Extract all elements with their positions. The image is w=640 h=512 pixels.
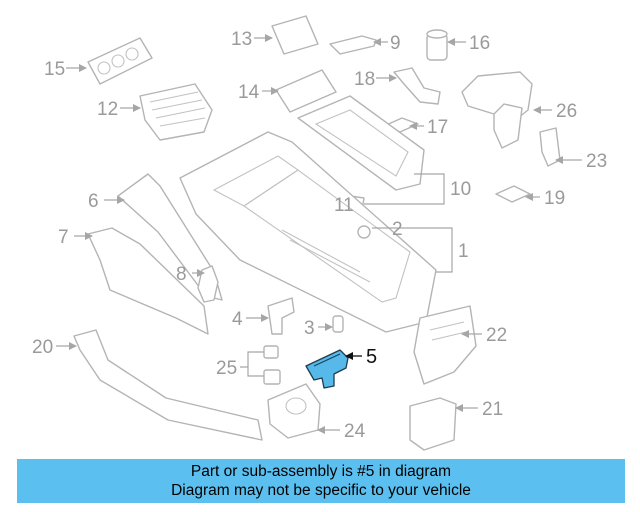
parts-diagram: 15 12 13 9 16 14 18 17 26 23 10 19 6 11 …	[32, 15, 607, 451]
part-15-switch-panel	[87, 37, 153, 85]
callout-labels: 15 12 13 9 16 14 18 17 26 23 10 19 6 11 …	[32, 29, 607, 442]
callout-3: 3	[304, 318, 315, 339]
callout-10: 10	[450, 179, 471, 200]
part-20-lower-rail	[73, 329, 263, 441]
callout-11: 11	[334, 195, 354, 216]
callout-14: 14	[238, 82, 260, 103]
part-4-bracket	[267, 297, 295, 335]
part-18-bracket	[393, 67, 441, 105]
callout-15: 15	[44, 59, 65, 80]
part-12-storage-tray	[139, 83, 213, 141]
callout-25: 25	[216, 358, 237, 379]
banner-line-2: Diagram may not be specific to your vehi…	[171, 482, 471, 499]
part-5-highlighted-bracket	[305, 349, 349, 389]
callout-17: 17	[427, 117, 448, 138]
callout-20: 20	[32, 337, 53, 358]
callout-9: 9	[390, 33, 401, 54]
callout-24: 24	[344, 421, 366, 442]
part-7-side-panel	[87, 227, 209, 335]
part-6-side-trim	[117, 173, 223, 301]
callout-21: 21	[482, 399, 503, 420]
leader-lines	[56, 34, 582, 434]
callout-22: 22	[486, 325, 507, 346]
part-16-cup-holder	[426, 29, 448, 61]
callout-16: 16	[469, 33, 490, 54]
callout-12: 12	[97, 99, 118, 120]
part-14-mat	[275, 69, 337, 113]
part-8-bracket	[197, 265, 219, 303]
callout-7: 7	[58, 227, 69, 248]
callout-6: 6	[88, 191, 99, 212]
callout-19: 19	[544, 188, 565, 209]
callout-4: 4	[232, 309, 243, 330]
part-13-cover	[271, 15, 319, 55]
callout-26: 26	[556, 101, 577, 122]
part-21-rear-bin	[409, 397, 457, 451]
part-10-upper-trim	[297, 95, 425, 191]
callout-18: 18	[354, 69, 375, 90]
callout-23: 23	[586, 151, 607, 172]
part-9-bracket	[329, 35, 377, 55]
part-26-armrest	[461, 71, 533, 149]
part-19-pad	[495, 185, 531, 203]
banner-line-1: Part or sub-assembly is #5 in diagram	[190, 463, 452, 480]
part-24-shifter-base	[267, 383, 321, 439]
part-2-clip	[357, 225, 371, 239]
part-25-switches	[263, 345, 281, 385]
callout-1: 1	[458, 241, 469, 262]
callout-5: 5	[366, 346, 377, 368]
callout-2: 2	[392, 219, 403, 240]
callout-8: 8	[176, 264, 187, 285]
part-22-rear-vent	[413, 305, 477, 385]
info-banner: Part or sub-assembly is #5 in diagram Di…	[17, 459, 625, 503]
callout-13: 13	[231, 29, 252, 50]
part-3-clip	[332, 315, 344, 333]
